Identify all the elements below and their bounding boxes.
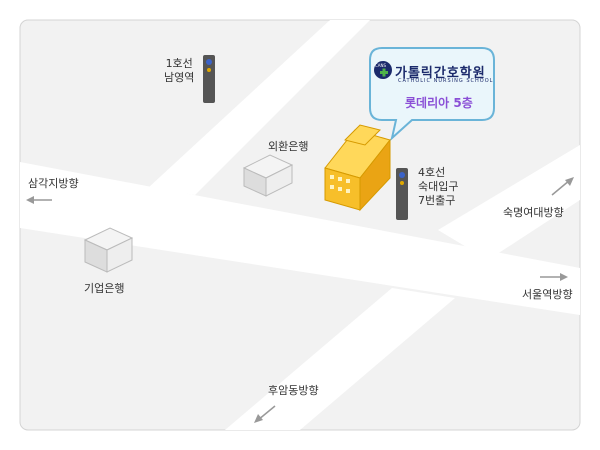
- direction-sookmyung: 숙명여대방향: [503, 206, 564, 219]
- direction-huam: 후암동방향: [268, 384, 319, 397]
- school-floor: 롯데리아 5층: [405, 96, 473, 110]
- station-line4-label: 4호선 숙대입구 7번출구: [418, 166, 458, 208]
- logo-cross-icon: [374, 61, 392, 79]
- school-building-icon: [324, 124, 391, 212]
- subway-station-line4-icon: [396, 168, 408, 220]
- logo-text: CANS: [375, 63, 387, 68]
- foreign-bank-building-icon: [242, 154, 294, 197]
- main-road: [20, 162, 580, 315]
- arrow-down-left-icon: [254, 405, 276, 423]
- school-name-english: CATHOLIC NURSING SCHOOL: [398, 78, 494, 84]
- arrow-up-right-icon: [551, 177, 574, 196]
- ibk-bank-building-icon: [83, 227, 134, 273]
- station-line1-line: 1호선: [165, 57, 193, 70]
- direction-seoul-station: 서울역방향: [522, 288, 573, 301]
- station-line1-name: 남영역: [164, 71, 195, 84]
- arrow-right-icon: [540, 273, 568, 281]
- station-line4-exit: 7번출구: [418, 194, 456, 207]
- foreign-bank-label: 외환은행: [268, 140, 309, 153]
- road-northeast: [438, 145, 580, 260]
- station-line4-name: 숙대입구: [418, 180, 459, 193]
- road-southwest: [225, 288, 455, 430]
- school-callout: [369, 47, 495, 141]
- arrow-left-icon: [26, 196, 52, 204]
- direction-samgakji: 삼각지방향: [28, 177, 79, 190]
- station-line1-label: 1호선 남영역: [164, 57, 194, 85]
- ibk-bank-label: 기업은행: [84, 282, 125, 295]
- station-line4-line: 4호선: [418, 166, 446, 179]
- subway-station-line1-icon: [203, 55, 215, 103]
- road-northwest: [148, 20, 370, 195]
- school-name: 가톨릭간호학원: [395, 66, 486, 81]
